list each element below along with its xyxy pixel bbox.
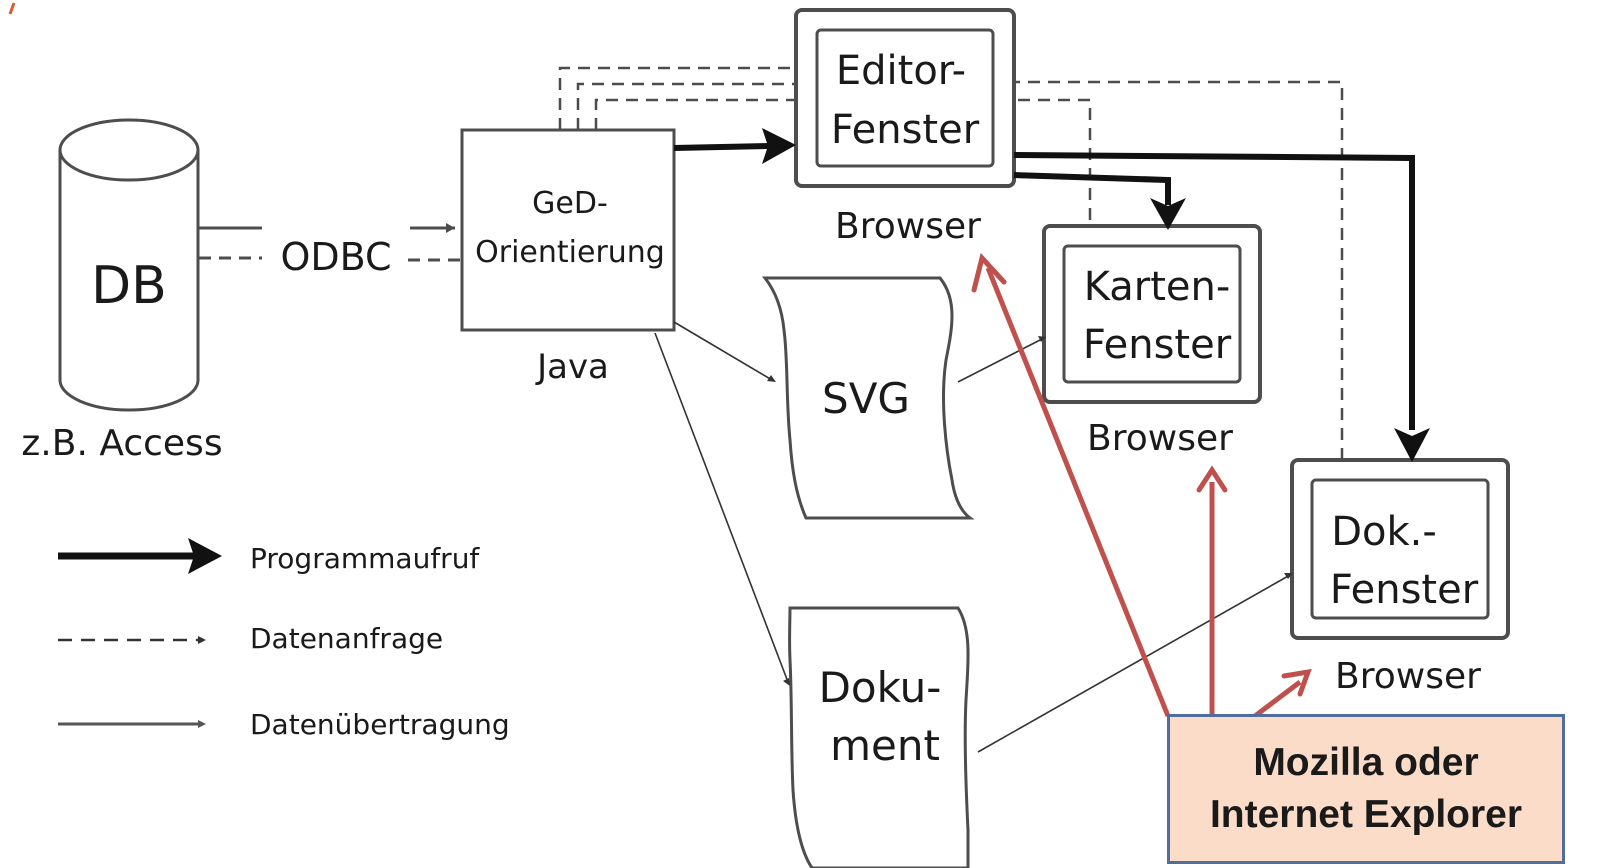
data-transfer-arrows [654,321,1291,753]
dokument-shape [788,606,970,868]
browser-callout: Mozilla oder Internet Explorer [1167,714,1565,864]
karten-line1: Karten- [1084,264,1231,310]
dok-caption: Browser [1335,656,1481,697]
corner-mark [8,2,16,15]
legend-data-transfer: Datenübertragung [250,708,510,741]
svg-document-shape [761,276,975,520]
editor-caption: Browser [835,206,981,247]
legend: Programmaufruf Datenanfrage Datenübertra… [58,538,510,741]
ged-line2: Orientierung [475,235,665,270]
db-caption: z.B. Access [21,423,222,464]
dokument-line1: Doku- [819,663,942,712]
svg-label: SVG [822,374,910,423]
program-call-arrows [673,143,1415,430]
odbc-label: ODBC [280,235,391,279]
odbc-connection: ODBC [199,223,460,279]
browser-pointers [985,267,1302,718]
program-call-arrowheads [762,128,1430,462]
dok-line1: Dok.- [1331,509,1437,555]
ged-caption: Java [535,347,609,387]
ged-line1: GeD- [532,186,608,221]
editor-line1: Editor- [836,48,966,94]
legend-data-request: Datenanfrage [250,622,443,655]
editor-line2: Fenster [831,107,980,153]
db-label: DB [91,256,167,316]
callout-line1: Mozilla oder [1253,741,1479,784]
karten-inner [1062,244,1242,384]
karten-caption: Browser [1087,418,1233,459]
db-cylinder: DB [58,118,200,412]
ged-box [460,128,676,332]
karten-line2: Fenster [1083,322,1232,368]
callout-line2: Internet Explorer [1209,793,1523,836]
legend-program-call: Programmaufruf [250,542,480,575]
editor-inner [815,28,995,168]
dok-line2: Fenster [1330,567,1479,613]
data-transfer-arrowheads [767,336,1293,686]
browser-pointer-heads [971,252,1312,697]
dokument-line2: ment [830,721,940,770]
dok-inner [1310,478,1490,620]
